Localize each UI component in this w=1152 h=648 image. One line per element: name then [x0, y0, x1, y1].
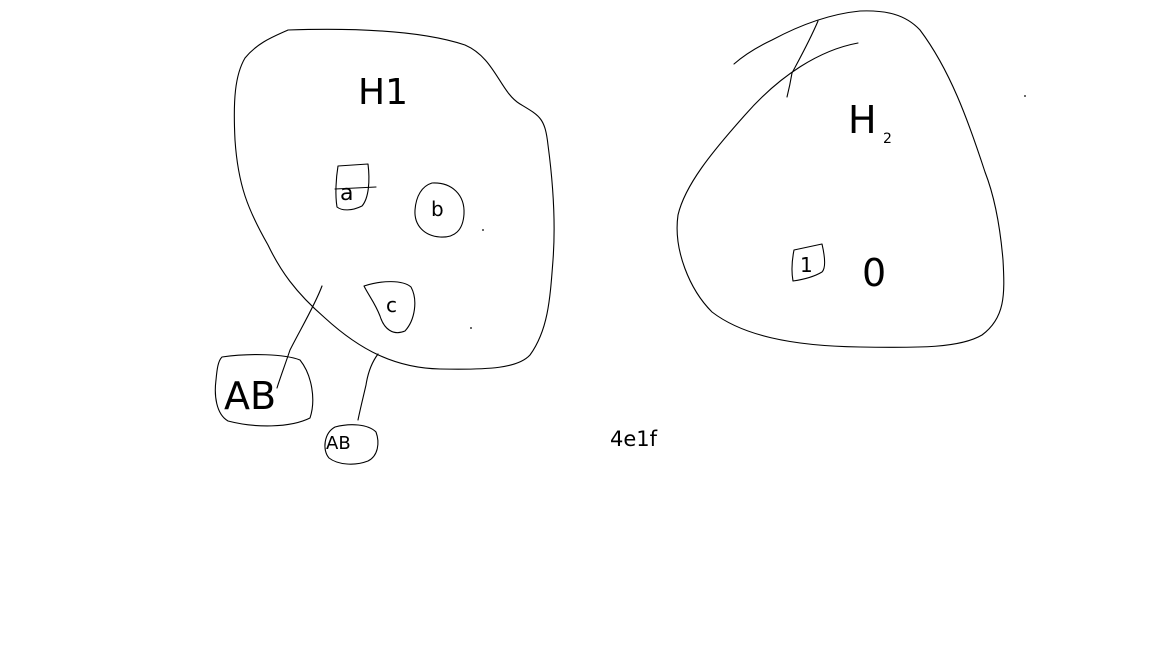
stray-dot: [470, 327, 472, 329]
set-h2-tick-mark: [786, 20, 819, 98]
connector-line: [357, 353, 379, 421]
set-h1-element-c: c: [363, 281, 416, 334]
set-h2-outline: [676, 10, 1005, 348]
set-h2: H 2 1 0: [676, 10, 1026, 348]
callout-ab-1-label: AB: [224, 374, 276, 418]
set-h2-element-0: 0: [862, 251, 886, 295]
set-h2-extra-arc: [733, 10, 861, 65]
element-a-outline: [335, 163, 370, 211]
element-1-outline: [791, 243, 826, 282]
callout-ab-2-label: AB: [326, 433, 351, 454]
set-h1-element-a: a: [334, 163, 377, 211]
stray-dot: [1024, 95, 1026, 97]
element-1-label: 1: [800, 253, 813, 277]
set-h2-label-subscript: 2: [883, 131, 892, 147]
element-a-label: a: [340, 181, 353, 206]
stray-dot: [482, 229, 484, 231]
element-0-label: 0: [862, 251, 886, 295]
set-h2-element-1: 1: [791, 243, 826, 282]
set-h1-outline: [233, 28, 555, 370]
set-h1-element-b: b: [414, 182, 465, 238]
callout-ab-2-outline: [324, 424, 379, 465]
set-h1-label: H1: [358, 72, 408, 113]
element-b-outline: [414, 182, 465, 238]
element-c-outline: [363, 281, 416, 334]
note-text: 4e1f: [610, 427, 658, 451]
element-a-crossbar: [334, 186, 377, 190]
callout-ab-2: AB: [324, 424, 379, 465]
set-h2-label: H: [848, 98, 877, 142]
callout-ab-1: AB: [214, 354, 314, 427]
connector-line: [276, 285, 323, 389]
set-h1: H1 a b c: [233, 28, 555, 370]
element-c-label: c: [386, 293, 397, 317]
callout-ab-1-outline: [214, 354, 314, 427]
element-b-label: b: [431, 197, 444, 221]
